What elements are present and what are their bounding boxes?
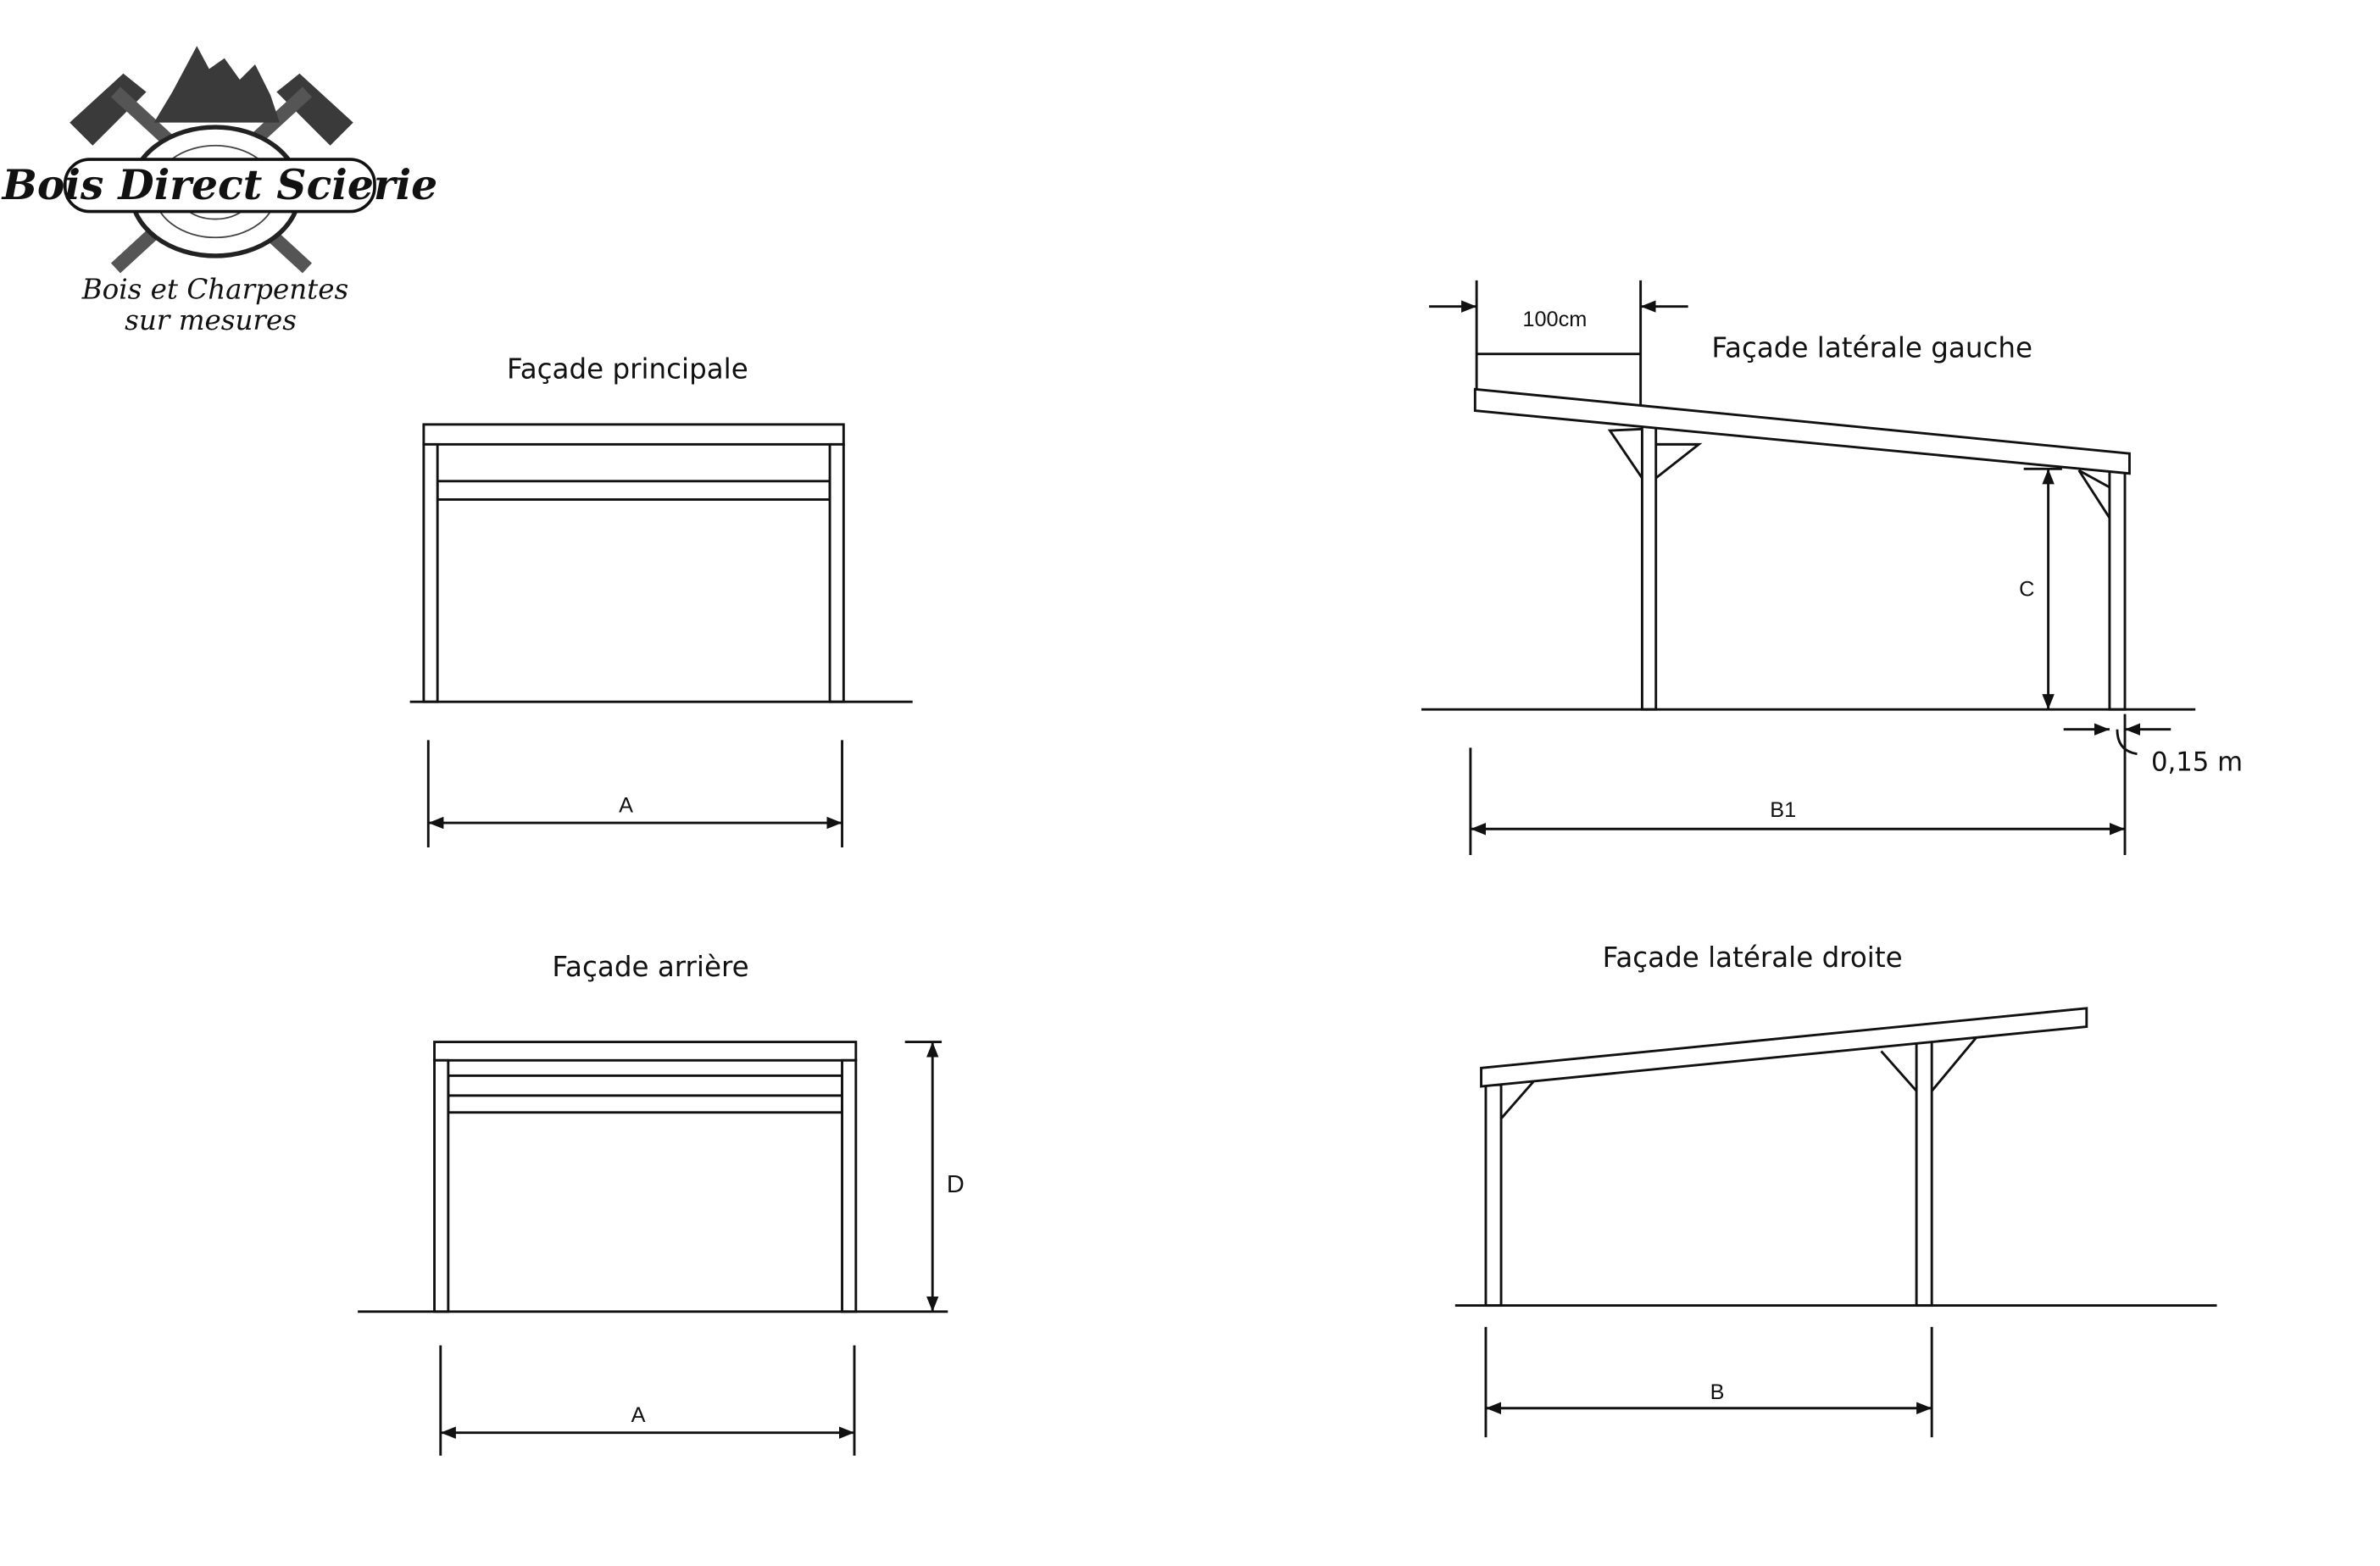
- logo-brand-text: Bois Direct Scierie: [1, 160, 438, 209]
- logo-tagline-1: Bois et Charpentes: [81, 274, 348, 306]
- rear-elevation: Façade arrière D A: [358, 951, 965, 1456]
- left-dim-overhang: 100cm: [1522, 308, 1587, 331]
- rear-dim-d: D: [947, 1171, 965, 1198]
- front-elevation: Façade principale A: [409, 353, 913, 847]
- rear-dim-a: A: [631, 1403, 646, 1427]
- front-dim-a: A: [619, 793, 633, 817]
- right-dim-b: B: [1710, 1380, 1725, 1404]
- company-logo: Bois Direct Scierie Bois et Charpentes s…: [1, 46, 438, 336]
- front-title: Façade principale: [507, 353, 748, 386]
- rear-title: Façade arrière: [552, 951, 748, 983]
- right-title: Façade latérale droite: [1603, 941, 1903, 974]
- left-title: Façade latérale gauche: [1711, 331, 2032, 364]
- logo-tagline-2: sur mesures: [125, 304, 297, 336]
- left-dim-c: C: [2019, 577, 2034, 601]
- left-dim-b1: B1: [1770, 798, 1796, 822]
- left-side-elevation: Façade latérale gauche 100cm C 0,15 m B1: [1421, 280, 2243, 855]
- left-dim-offset: 0,15 m: [2151, 747, 2243, 778]
- right-side-elevation: Façade latérale droite B: [1454, 941, 2217, 1438]
